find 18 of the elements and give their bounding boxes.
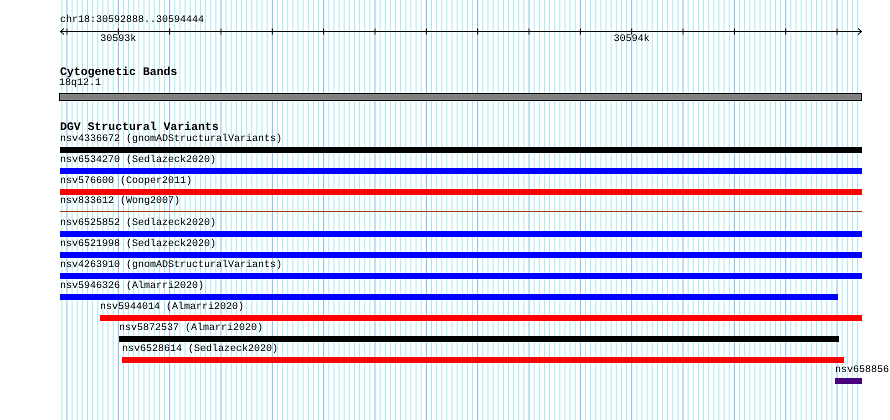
tick-label: 30594k [614, 34, 650, 45]
tick-label: 30593k [100, 34, 136, 45]
feature-label: nsv833612 (Wong2007) [60, 196, 180, 208]
track-heading: DGV Structural Variants [60, 121, 219, 134]
feature-label: nsv6534270 (Sedlazeck2020) [60, 155, 216, 167]
feature-label: nsv6528614 (Sedlazeck2020) [122, 344, 278, 356]
feature-label: nsv4336672 (gnomADStructuralVariants) [60, 134, 282, 146]
band-label: 18q12.1 [59, 78, 102, 90]
feature-label: nsv5946326 (Almarri2020) [60, 281, 204, 293]
track-heading: Cytogenetic Bands [60, 66, 178, 79]
feature-label: nsv576600 (Cooper2011) [60, 176, 192, 188]
feature-label: nsv5944014 (Almarri2020) [100, 302, 244, 314]
location-label: chr18:30592888..30594444 [60, 15, 204, 27]
feature-label: nsv6525852 (Sedlazeck2020) [60, 218, 216, 230]
feature-label: nsv5872537 (Almarri2020) [119, 323, 264, 335]
feature-label: nsv4263910 (gnomADStructuralVariants) [60, 260, 282, 272]
feature-label: nsv6521998 (Sedlazeck2020) [60, 239, 216, 251]
feature-label: nsv658856 [835, 365, 890, 377]
